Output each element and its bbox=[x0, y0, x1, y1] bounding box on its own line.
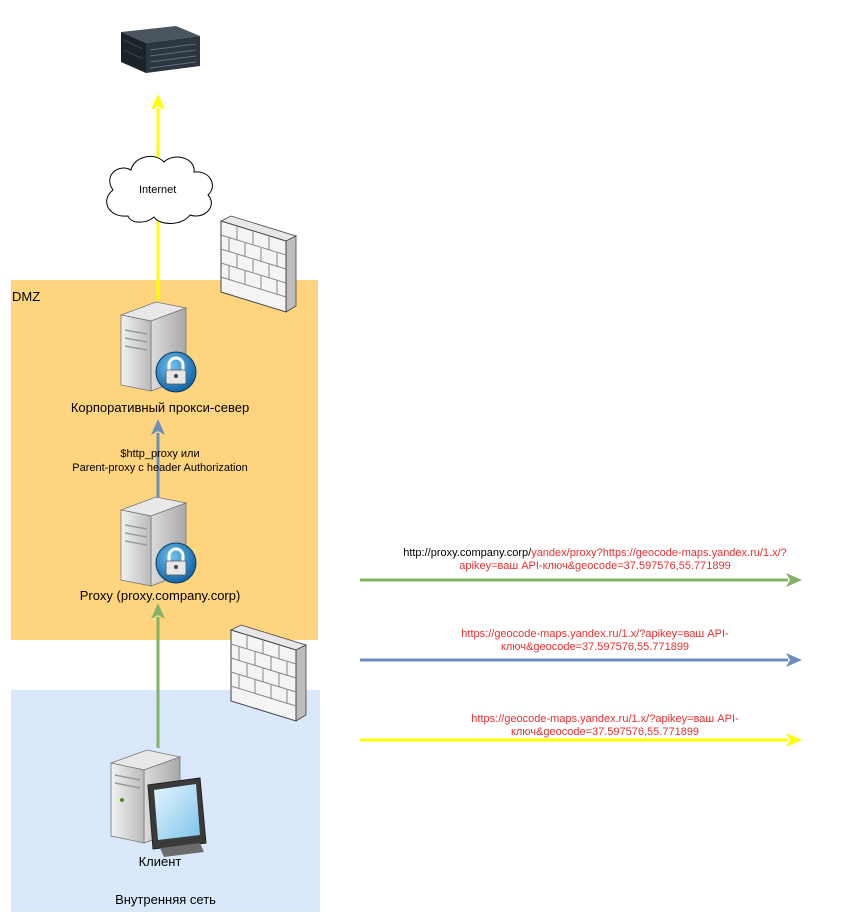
proxy-to-corporate-arrow bbox=[151, 419, 165, 498]
firewall-icon-top bbox=[219, 215, 298, 313]
rack-server-icon bbox=[121, 26, 200, 73]
legend-yellow-arrow bbox=[360, 733, 802, 747]
green-url-line-1: yandex/proxy?https://geocode-maps.yandex… bbox=[531, 547, 787, 559]
legend-blue-arrow bbox=[360, 653, 802, 667]
client-workstation-icon bbox=[109, 749, 207, 857]
edge-label-line-2: Parent-proxy с header Authorization bbox=[72, 462, 248, 474]
corporate-proxy-server-icon bbox=[119, 301, 197, 393]
edge-label-line-1: $http_proxy или bbox=[120, 448, 200, 460]
internet-cloud-icon bbox=[106, 155, 213, 224]
internal-network-title: Внутренняя сеть bbox=[115, 892, 216, 907]
client-to-proxy-arrow bbox=[151, 603, 165, 748]
green-url-line-2: apikey=ваш API-ключ&geocode=37.597576,55… bbox=[459, 560, 731, 572]
dmz-title: DMZ bbox=[12, 289, 41, 304]
internet-label: Internet bbox=[139, 184, 177, 196]
yellow-url-line-1: https://geocode-maps.yandex.ru/1.x/?apik… bbox=[471, 713, 739, 725]
client-label: Клиент bbox=[138, 854, 182, 869]
blue-url-line-2: ключ&geocode=37.597576,55.771899 bbox=[500, 641, 690, 653]
proxy-label: Proxy (proxy.company.corp) bbox=[79, 588, 241, 603]
proxy-server-icon bbox=[119, 496, 197, 587]
legend-yellow-url: https://geocode-maps.yandex.ru/1.x/?apik… bbox=[360, 713, 850, 739]
legend-green-url: http://proxy.company.corp/yandex/proxy?h… bbox=[360, 547, 830, 573]
legend-green-arrow bbox=[360, 573, 802, 587]
legend-blue-url: https://geocode-maps.yandex.ru/1.x/?apik… bbox=[360, 628, 830, 654]
firewall-icon-bottom bbox=[229, 624, 308, 722]
corporate-proxy-label: Корпоративный прокси-север bbox=[70, 400, 250, 415]
green-url-prefix: http://proxy.company.corp/ bbox=[403, 547, 532, 559]
proxy-to-corporate-edge-label: $http_proxy или Parent-proxy с header Au… bbox=[30, 447, 290, 475]
blue-url-line-1: https://geocode-maps.yandex.ru/1.x/?apik… bbox=[461, 628, 729, 640]
yellow-url-line-2: ключ&geocode=37.597576,55.771899 bbox=[510, 726, 700, 738]
